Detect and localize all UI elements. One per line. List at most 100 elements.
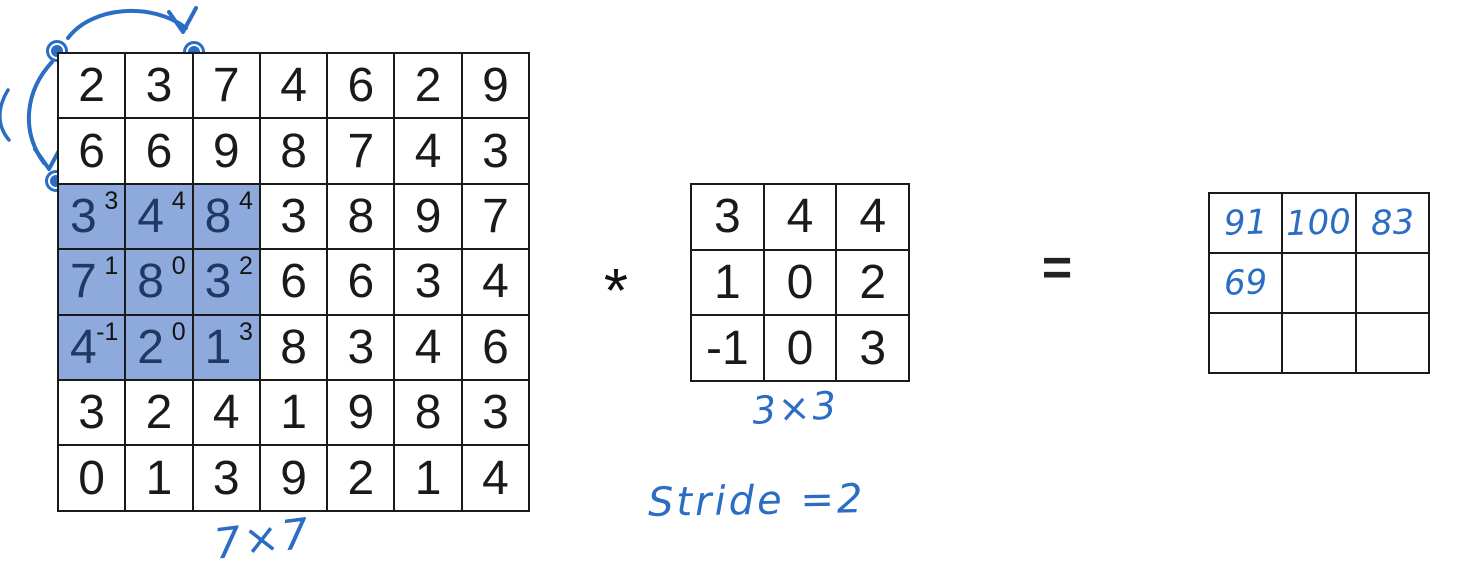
input-cell: 1 xyxy=(395,446,463,512)
output-cell: 91 xyxy=(1210,194,1284,254)
convolution-operator: * xyxy=(603,257,629,326)
filter-weight-superscript: 0 xyxy=(171,252,186,281)
input-cell-value: 3 xyxy=(212,451,240,505)
filter-weight-superscript: 4 xyxy=(171,186,186,215)
input-cell: 4 xyxy=(193,380,261,447)
input-cell-value: 3 xyxy=(414,255,442,309)
input-cell-value: 9 xyxy=(414,189,442,243)
filter-weight-superscript: 4 xyxy=(238,186,253,215)
input-cell-value: 2 xyxy=(145,386,173,440)
filter-cell-value: 3 xyxy=(713,190,741,244)
input-cell: 6 xyxy=(328,250,396,316)
input-cell: 6 xyxy=(260,250,329,316)
input-cell-value: 0 xyxy=(78,451,105,505)
input-cell: 9 xyxy=(193,119,261,185)
filter-cell-value: 2 xyxy=(859,256,887,310)
filter-cell: 2 xyxy=(837,250,911,317)
equals-sign: = xyxy=(1041,239,1073,297)
output-cell-value: 91 xyxy=(1223,202,1268,244)
input-cell-value: 2 xyxy=(414,59,442,113)
output-cell xyxy=(1283,314,1357,374)
input-cell: 0 xyxy=(59,446,127,512)
input-cell-value: 8 xyxy=(280,124,307,178)
input-cell-value: 8 xyxy=(137,255,164,309)
input-cell-value: 2 xyxy=(347,451,375,505)
input-cell-value: 9 xyxy=(482,59,509,113)
input-cell-value: 4 xyxy=(70,320,97,374)
input-cell-value: 6 xyxy=(347,59,375,113)
input-cell: 2 xyxy=(59,54,127,120)
stride-label: Stride =2 xyxy=(647,476,866,526)
output-cell-value: 83 xyxy=(1369,202,1415,244)
output-matrix-grid: 91 100 83 69 xyxy=(1208,192,1430,374)
input-size-label: 7×7 xyxy=(211,508,315,569)
input-cell: 9 xyxy=(395,184,463,251)
filter-cell-value: 0 xyxy=(786,256,814,310)
input-cell: 4 xyxy=(462,446,531,512)
filter-cell-value: 4 xyxy=(859,190,887,244)
filter-weight-superscript: 2 xyxy=(238,252,253,281)
filter-cell-value: 0 xyxy=(786,321,814,375)
input-cell-value: 4 xyxy=(482,451,509,505)
input-cell-value: 1 xyxy=(204,320,232,374)
filter-weight-superscript: -1 xyxy=(96,317,119,346)
input-cell-value: 6 xyxy=(78,124,105,178)
input-cell-value: 6 xyxy=(145,124,173,178)
input-cell-value: 8 xyxy=(280,320,307,374)
filter-cell: 4 xyxy=(764,185,838,251)
input-cell-value: 8 xyxy=(204,189,232,243)
input-cell-value: 2 xyxy=(78,59,105,113)
output-cell-value: 69 xyxy=(1223,262,1268,304)
input-cell: 7 xyxy=(328,119,396,185)
filter-cell: 0 xyxy=(764,250,838,317)
input-cell: 9 xyxy=(328,380,396,447)
output-cell-value: 100 xyxy=(1285,201,1353,245)
input-cell-value: 3 xyxy=(78,386,105,440)
input-cell-value: 7 xyxy=(212,59,240,113)
input-cell: 3 xyxy=(328,315,396,381)
input-cell-value: 6 xyxy=(347,255,375,309)
output-cell xyxy=(1356,314,1430,374)
filter-cell: 3 xyxy=(692,185,765,251)
input-cell: 8 xyxy=(328,184,396,251)
input-cell: 3 xyxy=(193,446,261,512)
filter-cell-value: 1 xyxy=(713,256,741,310)
input-cell-value: 8 xyxy=(414,386,442,440)
input-cell: 7 xyxy=(462,184,531,251)
input-cell-value: 7 xyxy=(70,255,97,309)
input-cell: 4 xyxy=(260,54,329,120)
filter-size-label: 3×3 xyxy=(750,383,840,433)
input-cell-value: 3 xyxy=(482,386,509,440)
input-cell: 4 xyxy=(462,250,531,316)
filter-weight-superscript: 0 xyxy=(171,317,186,346)
input-cell: 8 xyxy=(260,315,329,381)
filter-cell: 0 xyxy=(764,316,838,383)
input-cell: 3 xyxy=(260,184,329,251)
input-cell: 6 xyxy=(126,119,194,185)
input-cell: 6 xyxy=(462,315,531,381)
filter-cell: 4 xyxy=(837,185,911,251)
output-cell xyxy=(1283,254,1357,314)
input-cell-value: 1 xyxy=(414,451,442,505)
input-cell: 8 xyxy=(260,119,329,185)
input-cell-value: 4 xyxy=(137,189,164,243)
input-cell-value: 7 xyxy=(482,189,509,243)
filter-cell: -1 xyxy=(692,316,765,383)
input-cell: 4 xyxy=(395,315,463,381)
input-cell-value: 8 xyxy=(347,189,375,243)
input-cell-value: 4 xyxy=(482,255,509,309)
input-cell: 3 xyxy=(126,54,194,120)
input-cell-value: 3 xyxy=(145,59,173,113)
input-cell-value: 2 xyxy=(137,320,164,374)
input-cell-value: 1 xyxy=(145,451,173,505)
input-cell: 1 xyxy=(126,446,194,512)
filter-cell: 1 xyxy=(692,250,765,317)
